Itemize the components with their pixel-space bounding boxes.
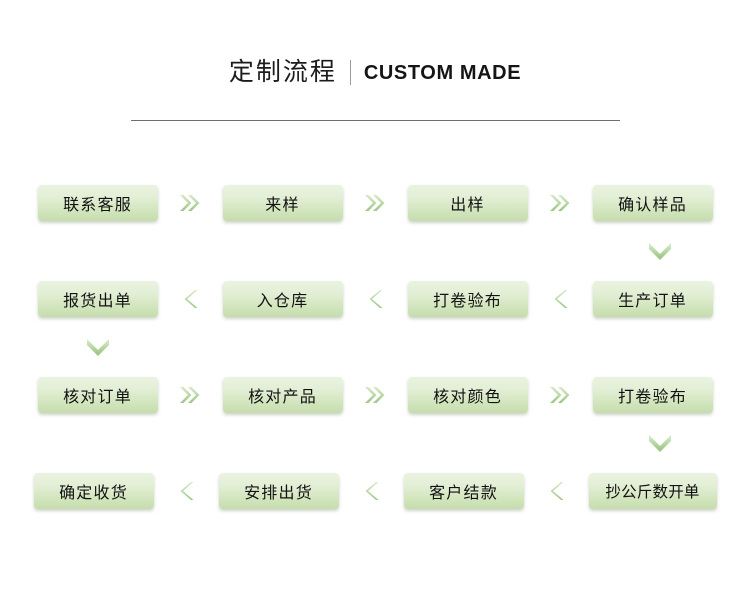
flow-node-cell: 安排出货 (218, 473, 339, 509)
flow-node-cell: 出样 (407, 185, 528, 221)
flow-node-cell: 确认样品 (592, 185, 713, 221)
flow-node[interactable]: 核对订单 (37, 377, 158, 413)
flow-node-cell: 入仓库 (222, 281, 343, 317)
flow-node[interactable]: 打卷验布 (407, 281, 528, 317)
flow-node-cell: 确定收货 (33, 473, 154, 509)
flow-node[interactable]: 客户结款 (403, 473, 524, 509)
flow-node-cell: 生产订单 (592, 281, 713, 317)
chevron-left-icon (158, 281, 223, 317)
chevron-double-right-icon (158, 377, 223, 413)
flow-node[interactable]: 抄公斤数开单 (588, 473, 717, 509)
flow-node[interactable]: 安排出货 (218, 473, 339, 509)
title-separator (349, 60, 351, 85)
flow-node-cell: 抄公斤数开单 (588, 473, 717, 509)
flow-node[interactable]: 打卷验布 (592, 377, 713, 413)
flow-row-2: 报货出单 入仓库 打卷验布 (0, 268, 750, 330)
page-title: 定制流程 CUSTOM MADE (229, 60, 521, 85)
flow-row-1: 联系客服 来样 出样 (0, 172, 750, 234)
chevron-double-right-icon (158, 185, 223, 221)
flow-node[interactable]: 核对颜色 (407, 377, 528, 413)
chevron-double-right-icon (343, 377, 408, 413)
flow-row-4: 确定收货 安排出货 客户结款 抄公斤数开单 (0, 460, 750, 522)
flow-node[interactable]: 核对产品 (222, 377, 343, 413)
header-divider (131, 120, 620, 121)
flow-node-cell: 联系客服 (37, 185, 158, 221)
chevron-left-icon (524, 473, 589, 509)
page-title-chinese: 定制流程 (228, 58, 337, 86)
vertical-connector-row-1 (0, 234, 750, 268)
flow-node-cell: 核对产品 (222, 377, 343, 413)
flow-node[interactable]: 入仓库 (222, 281, 343, 317)
chevron-left-icon (154, 473, 219, 509)
vertical-connector-row-3 (0, 426, 750, 460)
flow-node-cell: 打卷验布 (407, 281, 528, 317)
flow-node[interactable]: 确定收货 (33, 473, 154, 509)
chevron-left-icon (339, 473, 404, 509)
chevron-double-right-icon (528, 377, 593, 413)
custom-made-flowchart: 联系客服 来样 出样 (0, 172, 750, 522)
chevron-double-right-icon (528, 185, 593, 221)
flow-node[interactable]: 生产订单 (592, 281, 713, 317)
flow-node-cell: 打卷验布 (592, 377, 713, 413)
flow-row-3: 核对订单 核对产品 核对颜色 打卷验布 (0, 364, 750, 426)
flow-node-cell: 报货出单 (37, 281, 158, 317)
page-title-english: CUSTOM MADE (363, 61, 522, 84)
flow-node-cell: 核对颜色 (407, 377, 528, 413)
chevron-double-right-icon (343, 185, 408, 221)
vertical-connector-row-2 (0, 330, 750, 364)
flow-node[interactable]: 出样 (407, 185, 528, 221)
chevron-down-icon (643, 234, 677, 268)
flow-node[interactable]: 联系客服 (37, 185, 158, 221)
flow-node[interactable]: 确认样品 (592, 185, 713, 221)
section-header: 定制流程 CUSTOM MADE (0, 60, 750, 85)
chevron-down-icon (81, 330, 115, 364)
flow-node-cell: 核对订单 (37, 377, 158, 413)
chevron-left-icon (343, 281, 408, 317)
chevron-left-icon (528, 281, 593, 317)
chevron-down-icon (643, 426, 677, 460)
flow-node[interactable]: 报货出单 (37, 281, 158, 317)
flow-node-cell: 来样 (222, 185, 343, 221)
flow-node-cell: 客户结款 (403, 473, 524, 509)
flow-node[interactable]: 来样 (222, 185, 343, 221)
